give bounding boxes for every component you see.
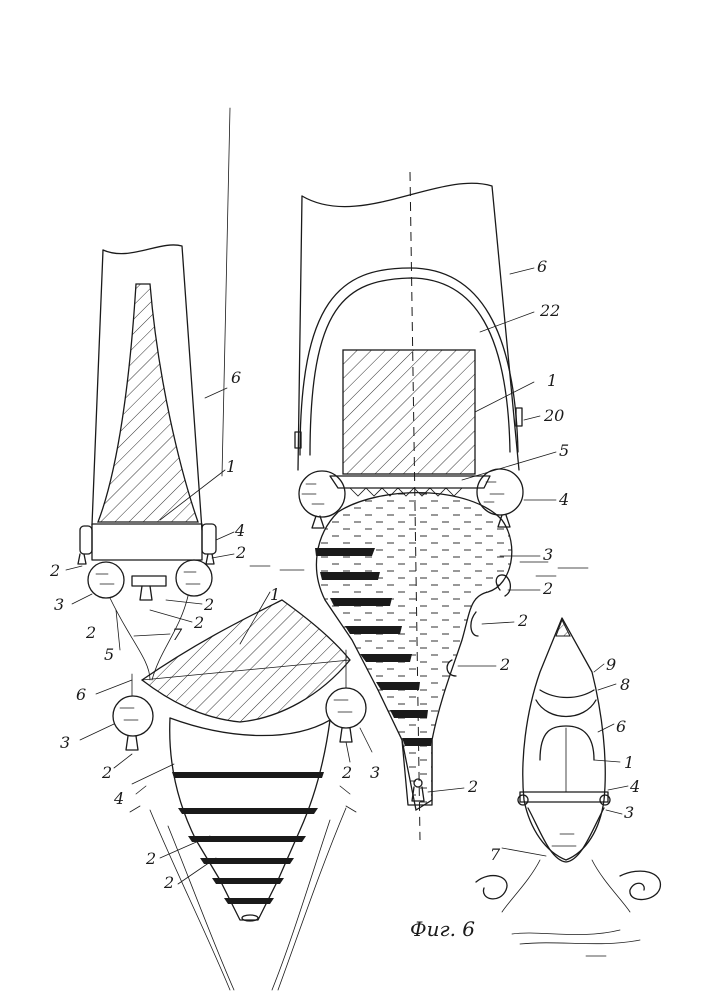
label-8-small: 8 (620, 675, 630, 694)
platform-5 (330, 476, 490, 488)
float-left-nozzle (312, 516, 324, 528)
deck-5 (92, 524, 202, 560)
label-1-left: 1 (226, 457, 236, 476)
label-3-left: 3 (54, 595, 64, 614)
left-view: 6 1 4 2 2 3 2 2 7 2 5 (49, 108, 246, 680)
label-2b: 2 (517, 611, 528, 630)
label-1-small: 1 (624, 753, 634, 772)
float-4-left-view (202, 524, 216, 554)
float-3-right (176, 560, 212, 596)
label-2-lower-d: 2 (163, 873, 174, 892)
water-lines-small (512, 930, 640, 956)
label-2-left-e: 2 (85, 623, 96, 642)
label-2-left-b: 2 (49, 561, 60, 580)
label-3: 3 (543, 545, 553, 564)
label-20: 20 (543, 406, 564, 425)
label-2-left-a: 2 (235, 543, 246, 562)
label-2-lower-c: 2 (145, 849, 156, 868)
label-9-small: 9 (606, 655, 616, 674)
label-2-lower-a: 2 (101, 763, 112, 782)
label-2c: 2 (499, 655, 510, 674)
hull-lower (170, 718, 330, 920)
label-2-lower-b: 2 (341, 763, 352, 782)
label-2-left-d: 2 (193, 613, 204, 632)
label-3-lower-right: 3 (370, 763, 380, 782)
wave-swirls (476, 871, 660, 899)
label-4-lower: 4 (113, 789, 124, 808)
right-view: 6 22 1 20 5 4 3 2 2 2 2 (250, 172, 588, 840)
hatched-sail-1 (142, 600, 350, 722)
label-2d: 2 (467, 777, 478, 796)
label-4-left: 4 (234, 521, 245, 540)
small-hull-outline (523, 618, 605, 860)
float-3-lower-right (326, 688, 366, 728)
label-7-left: 7 (172, 625, 183, 644)
label-6: 6 (537, 257, 547, 276)
label-3-small: 3 (624, 803, 634, 822)
hatched-mast-1 (98, 284, 198, 522)
label-2-left-c: 2 (203, 595, 214, 614)
hook-b (471, 612, 478, 636)
small-crossbar (520, 792, 608, 802)
label-22: 22 (539, 301, 560, 320)
label-4-small: 4 (629, 777, 640, 796)
label-6-small: 6 (616, 717, 626, 736)
hatched-block-1 (343, 350, 475, 474)
figure-caption: Фиг. 6 (410, 917, 475, 941)
label-3-lower: 3 (60, 733, 70, 752)
label-4: 4 (558, 490, 569, 509)
float-3-left (88, 562, 124, 598)
label-1: 1 (547, 371, 557, 390)
label-6-lower: 6 (76, 685, 86, 704)
label-5: 5 (559, 441, 569, 460)
label-2a: 2 (542, 579, 553, 598)
label-5-left: 5 (104, 645, 114, 664)
label-6-left: 6 (231, 368, 241, 387)
label-7-small: 7 (490, 845, 501, 864)
label-1-lower: 1 (270, 585, 280, 604)
float-3-lower-left (113, 696, 153, 736)
